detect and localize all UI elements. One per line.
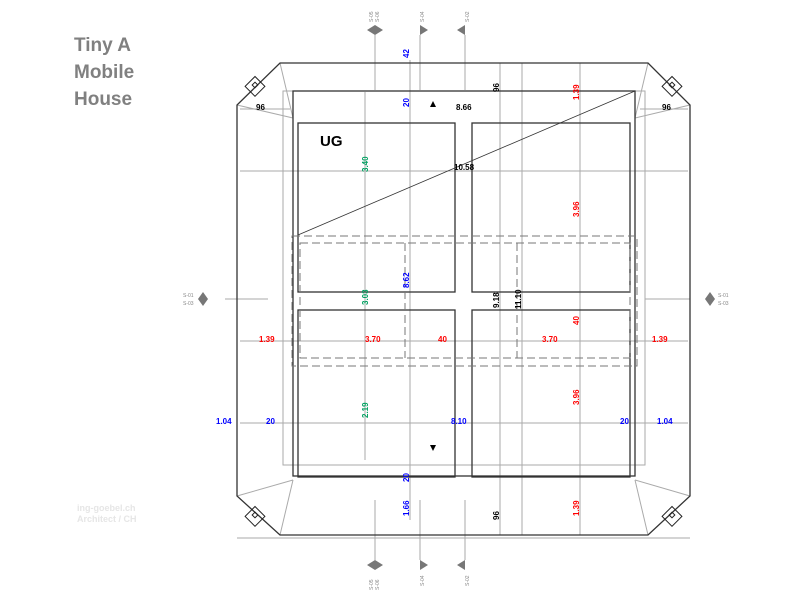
section-label: S-03 bbox=[183, 301, 194, 307]
section-marker-icon bbox=[367, 560, 383, 570]
section-label: S-05 bbox=[369, 579, 375, 590]
dim-label: 1.04 bbox=[216, 417, 232, 426]
dim-label: 3.40 bbox=[361, 156, 370, 172]
section-markers bbox=[198, 25, 715, 570]
section-marker-icon bbox=[457, 560, 465, 570]
section-marker-icon bbox=[705, 292, 715, 306]
dim-label: 3.03 bbox=[361, 289, 370, 305]
watermark: ing-goebel.ch Architect / CH bbox=[77, 503, 137, 525]
dim-label: 8.10 bbox=[451, 417, 467, 426]
dim-label: 1.39 bbox=[259, 335, 275, 344]
dim-label: 20 bbox=[402, 98, 411, 107]
project-title: Tiny A Mobile House bbox=[74, 32, 134, 113]
section-marker-icon bbox=[420, 25, 428, 35]
section-label: S-05 bbox=[369, 11, 375, 22]
dim-label: 1.66 bbox=[402, 500, 411, 516]
north-arrow-icon bbox=[430, 101, 436, 107]
dimension-lines bbox=[225, 35, 691, 560]
dim-label: 96 bbox=[662, 103, 671, 112]
dim-label: 2.19 bbox=[361, 402, 370, 418]
section-label: S-02 bbox=[465, 575, 471, 586]
dim-label: 3.96 bbox=[572, 201, 581, 217]
section-marker-icon bbox=[457, 25, 465, 35]
dim-label: 1.39 bbox=[572, 84, 581, 100]
section-label: S-06 bbox=[375, 11, 381, 22]
section-marker-icon bbox=[420, 560, 428, 570]
dashed-outline bbox=[291, 235, 638, 367]
dim-label: 96 bbox=[492, 83, 501, 92]
walls bbox=[236, 62, 691, 536]
dim-label: 42 bbox=[402, 49, 411, 58]
level-label: UG bbox=[320, 133, 343, 150]
section-label: S-04 bbox=[420, 11, 426, 22]
title-line: Tiny A bbox=[74, 35, 132, 56]
section-label: S-04 bbox=[420, 575, 426, 586]
dim-label: 1.04 bbox=[657, 417, 673, 426]
section-label: S-01 bbox=[183, 293, 194, 299]
dim-label: 40 bbox=[438, 335, 447, 344]
dim-label: 8.62 bbox=[402, 272, 411, 288]
dim-label: 96 bbox=[492, 511, 501, 520]
section-label: S-01 bbox=[718, 293, 729, 299]
section-label: S-02 bbox=[465, 11, 471, 22]
dim-label: 3.70 bbox=[365, 335, 381, 344]
title-line: Mobile bbox=[74, 62, 135, 83]
corner-fittings bbox=[244, 75, 683, 528]
dim-label: 10.58 bbox=[454, 163, 475, 172]
section-marker-icon bbox=[198, 292, 208, 306]
dim-label: 20 bbox=[620, 417, 629, 426]
dim-label: 3.96 bbox=[572, 389, 581, 405]
dim-label: 11.10 bbox=[514, 289, 523, 309]
north-arrow-icon bbox=[430, 445, 436, 451]
dim-label: 9.18 bbox=[492, 292, 501, 308]
watermark-line: Architect / CH bbox=[77, 514, 137, 524]
dim-label: 20 bbox=[402, 473, 411, 482]
section-label: S-06 bbox=[375, 579, 381, 590]
section-label: S-03 bbox=[718, 301, 729, 307]
dim-label: 1.39 bbox=[572, 500, 581, 516]
watermark-line: ing-goebel.ch bbox=[77, 503, 136, 513]
dim-label: 20 bbox=[266, 417, 275, 426]
section-marker-icon bbox=[367, 25, 383, 35]
dim-label: 3.70 bbox=[542, 335, 558, 344]
dim-label: 8.66 bbox=[456, 103, 472, 112]
title-line: House bbox=[74, 89, 133, 110]
dim-label: 40 bbox=[572, 316, 581, 325]
dim-label: 1.39 bbox=[652, 335, 668, 344]
dim-label: 96 bbox=[256, 103, 265, 112]
